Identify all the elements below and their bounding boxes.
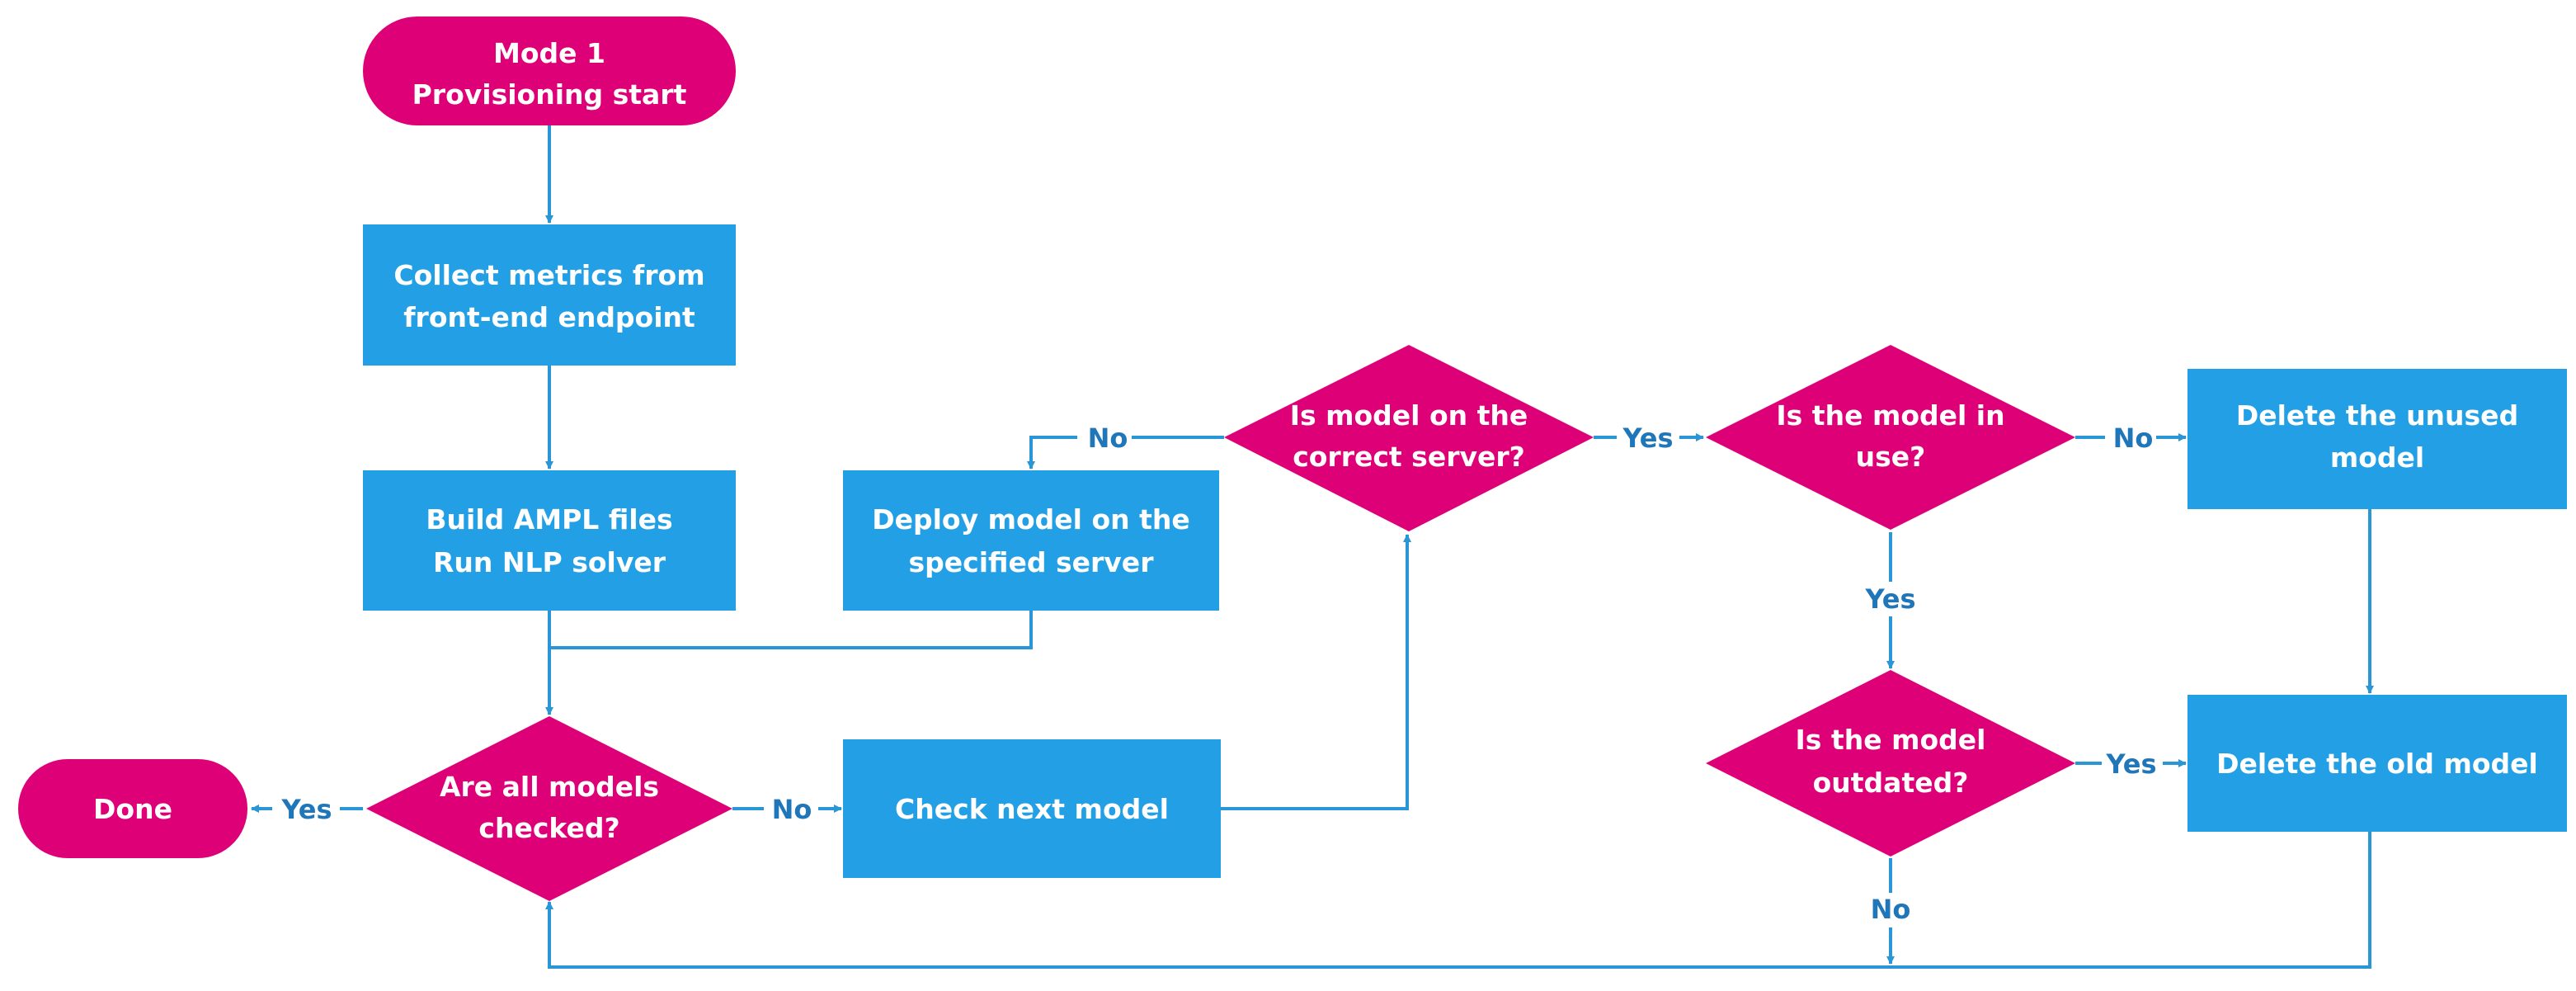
edge-check-next-to-correct-server (1221, 534, 1411, 810)
delete-old-model-step: Delete the old model (2187, 695, 2567, 832)
model-in-use-label-line2: use? (1856, 441, 1926, 473)
collect-metrics-shape (363, 224, 736, 366)
correct-server-shape (1224, 345, 1594, 531)
label-bg (764, 792, 818, 827)
deploy-model-shape (843, 470, 1219, 611)
correct-server-decision: Is model on the correct server? (1224, 345, 1594, 531)
model-outdated-decision: Is the model outdated? (1706, 670, 2075, 857)
label-bg (1863, 893, 1918, 927)
collect-metrics-label-line1: Collect metrics from (393, 259, 704, 291)
all-models-checked-shape (366, 716, 732, 901)
edge-label-all-checked-no: No (772, 794, 812, 825)
model-in-use-label-line1: Is the model in (1776, 399, 2004, 432)
label-bg (272, 792, 340, 827)
edge-labels: No Yes No Yes Yes No Yes No (272, 421, 2163, 927)
collect-metrics-label-line2: front-end endpoint (403, 301, 695, 333)
deploy-model-step: Deploy model on the specified server (843, 470, 1219, 611)
edge-label-outdated-yes: Yes (2106, 748, 2157, 780)
model-outdated-label-line2: outdated? (1813, 767, 1969, 799)
label-bg (1077, 421, 1132, 455)
build-ampl-step: Build AMPL files Run NLP solver (363, 470, 736, 611)
build-ampl-label-line1: Build AMPL files (426, 503, 672, 536)
model-in-use-shape (1706, 345, 2075, 530)
edge-correct-server-to-deploy (1027, 436, 1224, 470)
start-terminal-shape (363, 17, 736, 125)
edge-label-correct-server-yes: Yes (1622, 422, 1674, 454)
delete-unused-model-step: Delete the unused model (2187, 369, 2567, 509)
correct-server-label-line2: correct server? (1293, 441, 1525, 473)
model-outdated-label-line1: Is the model (1796, 724, 1986, 756)
label-bg (1617, 421, 1679, 455)
start-terminal-label-line1: Mode 1 (493, 37, 605, 69)
label-bg (1859, 582, 1922, 616)
check-next-model-label: Check next model (895, 793, 1169, 825)
all-models-checked-label-line2: checked? (478, 812, 619, 844)
all-models-checked-decision: Are all models checked? (366, 716, 732, 901)
delete-old-model-shape (2187, 695, 2567, 832)
edge-label-in-use-yes: Yes (1865, 583, 1916, 615)
edge-label-outdated-no: No (1871, 894, 1911, 925)
delete-unused-model-label-line1: Delete the unused (2236, 399, 2518, 432)
edge-label-in-use-no: No (2113, 422, 2154, 454)
check-next-model-shape (843, 739, 1221, 878)
delete-unused-model-shape (2187, 369, 2567, 509)
edge-label-all-checked-yes: Yes (281, 794, 332, 825)
all-models-checked-label-line1: Are all models (440, 771, 659, 803)
correct-server-label-line1: Is model on the (1290, 399, 1528, 432)
deploy-model-label-line1: Deploy model on the (872, 503, 1190, 536)
label-bg (2102, 747, 2163, 781)
done-terminal: Done (18, 759, 247, 858)
collect-metrics-step: Collect metrics from front-end endpoint (363, 224, 736, 366)
delete-old-model-label: Delete the old model (2216, 748, 2538, 780)
model-in-use-decision: Is the model in use? (1706, 345, 2075, 530)
done-terminal-shape (18, 759, 247, 858)
model-outdated-shape (1706, 670, 2075, 857)
build-ampl-shape (363, 470, 736, 611)
start-terminal: Mode 1 Provisioning start (363, 17, 736, 125)
deploy-model-label-line2: specified server (909, 546, 1155, 578)
build-ampl-label-line2: Run NLP solver (433, 546, 666, 578)
edge-label-correct-server-no: No (1088, 422, 1128, 454)
done-terminal-label: Done (93, 793, 172, 825)
check-next-model-step: Check next model (843, 739, 1221, 878)
edge-delete-old-to-all-checked (545, 832, 2371, 969)
edge-deploy-to-all-checked (549, 611, 1033, 649)
start-terminal-label-line2: Provisioning start (412, 78, 687, 111)
label-bg (2105, 421, 2156, 455)
delete-unused-model-label-line2: model (2330, 441, 2424, 474)
